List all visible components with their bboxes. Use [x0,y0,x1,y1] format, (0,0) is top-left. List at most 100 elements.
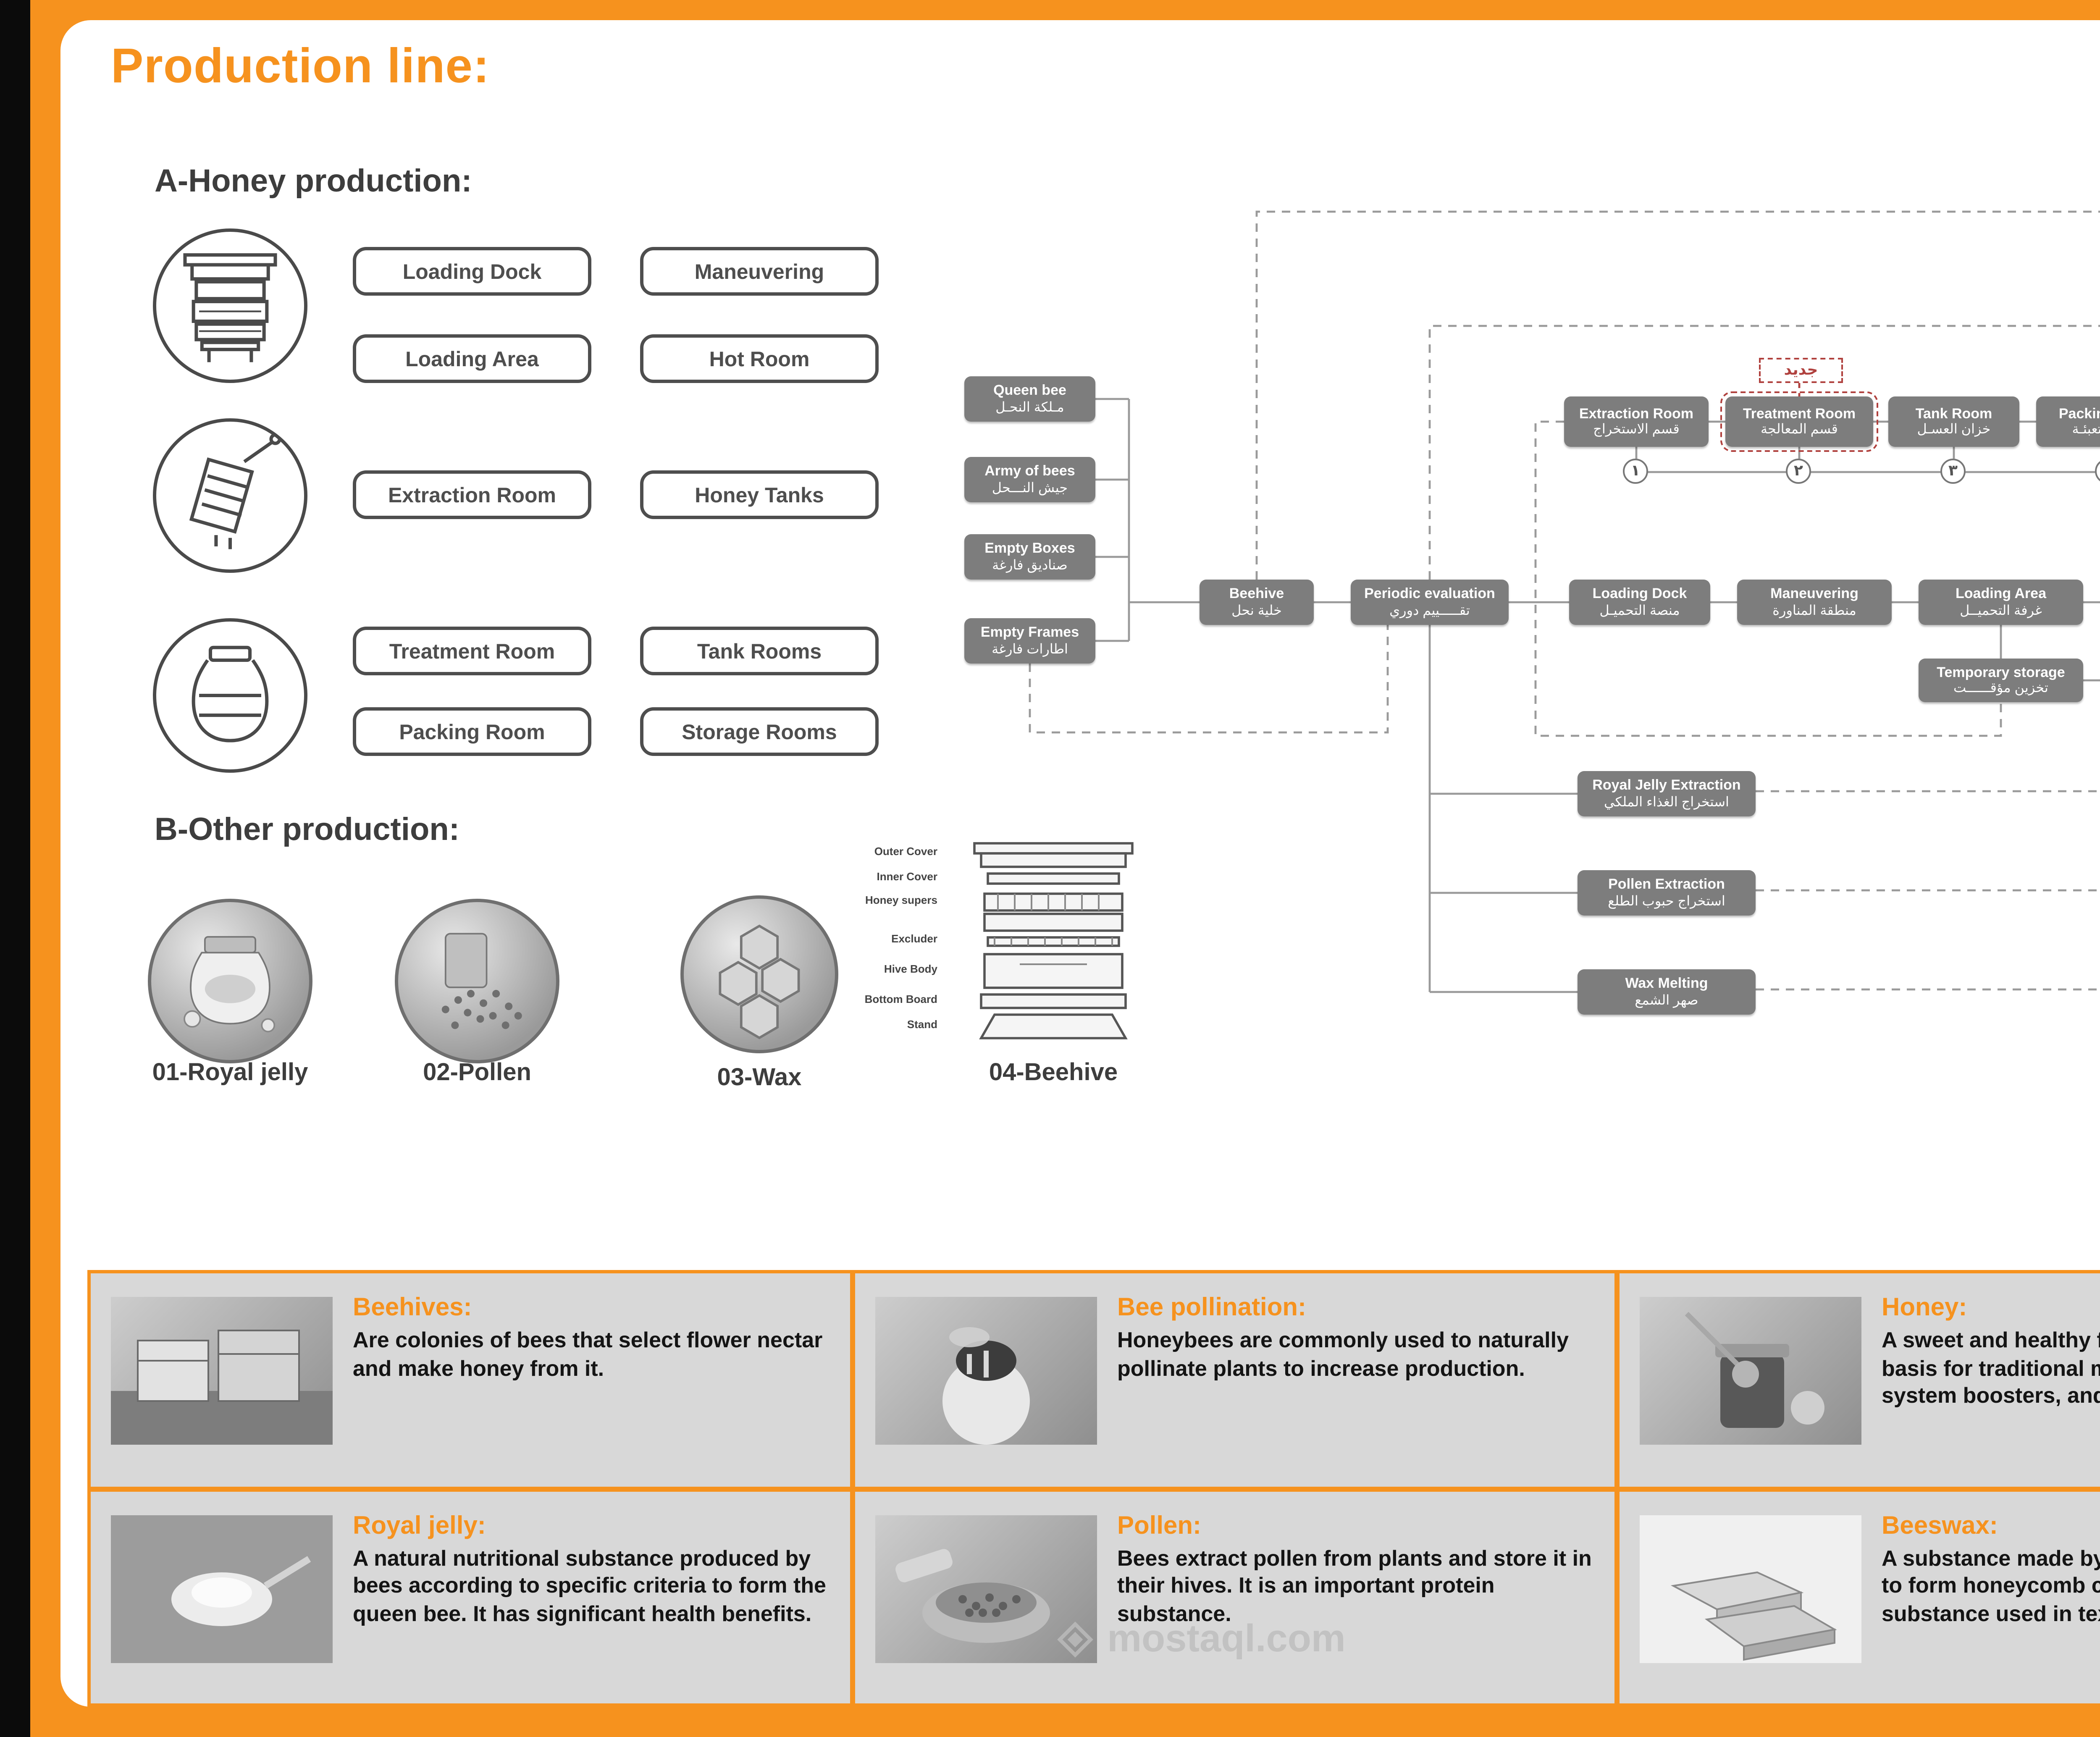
step-number-1: ١ [1623,459,1648,484]
flow-box-label-ar: غرفة التحميــل [1960,603,2042,618]
flow-box-temporary-storage: Temporary storage تخزين مؤقــــــت [1919,659,2083,702]
room-pill-loading-dock: Loading Dock [353,247,591,296]
honey-photo [1640,1297,1861,1445]
flow-box-maneuvering: Maneuvering منطقة المناورة [1737,580,1892,625]
label-beehive: 04-Beehive [927,1060,1179,1087]
flow-box-label: Beehive [1229,587,1284,603]
bee-pollination-photo [875,1297,1097,1445]
watermark-logo-icon [1057,1620,1094,1657]
room-pill-packing-room: Packing Room [353,707,591,756]
info-card-title: Honey: [1882,1294,2100,1322]
flow-box-extraction-room: Extraction Room قسم الاستخراج [1564,396,1709,447]
info-card-text: A sweet and healthy food substance, it i… [1882,1327,2100,1411]
flow-box-label-ar: منطقة المناورة [1772,603,1856,618]
info-card-bee-pollination: Bee pollination: Honeybees are commonly … [855,1273,1614,1486]
flow-box-label-ar: منصة التحميـل [1599,603,1680,618]
info-card-royal-jelly: Royal jelly: A natural nutritional subst… [91,1491,850,1703]
info-card-beeswax: Beeswax: A substance made by honeybees f… [1620,1491,2100,1703]
flow-box-label: Periodic evaluation [1364,587,1495,603]
section-b-heading: B-Other production: [155,813,459,850]
info-card-text: A substance made by honeybees from polle… [1882,1545,2100,1629]
flow-box-label-ar: قـسم التعبئـة [2072,422,2100,438]
flow-box-label-ar: تخزين مؤقــــــت [1953,681,2048,696]
flow-box-label: Army of bees [984,464,1075,480]
info-card-text: Honeybees are commonly used to naturally… [1117,1327,1594,1383]
flow-box-tank-room: Tank Room خزان العسـل [1888,396,2019,447]
room-pill-storage-rooms: Storage Rooms [640,707,879,756]
extraction-tool-icon [160,425,301,566]
info-card-title: Pollen: [1117,1511,1594,1540]
label-royal-jelly: 01-Royal jelly [104,1060,356,1087]
royal-jelly-photo [111,1514,333,1662]
beehive-part-outer-cover: Outer Cover [845,847,937,858]
flow-box-empty-boxes: Empty Boxes صناديق فارغة [964,534,1095,580]
label-pollen: 02-Pollen [351,1060,603,1087]
left-black-bar [0,0,30,1737]
flow-box-label-ar: قسم الاستخراج [1593,422,1680,438]
info-card-text: A natural nutritional substance produced… [353,1545,830,1629]
flow-box-label-ar: جيش النـــحل [992,480,1068,496]
flow-box-loading-area: Loading Area غرفة التحميــل [1919,580,2083,625]
info-card-honey: Honey: A sweet and healthy food substanc… [1620,1273,2100,1486]
watermark-text: mostaql.com [1107,1616,1346,1661]
info-card-title: Beehives: [353,1294,830,1322]
beehive-part-inner-cover: Inner Cover [845,872,937,884]
flow-box-pollen-extraction: Pollen Extraction استخراج حبوب الطلع [1578,870,1756,916]
room-pill-hot-room: Hot Room [640,334,879,383]
info-card-title: Bee pollination: [1117,1294,1594,1322]
wax-thumb [684,899,835,1050]
flow-box-army-of-bees: Army of bees جيش النـــحل [964,457,1095,502]
flow-box-label-ar: اطارات فارغة [992,641,1068,657]
wax-photo-circle [680,895,838,1053]
flow-box-treatment-room: Treatment Room قسم المعالجة [1725,396,1873,447]
flow-box-label: Loading Dock [1593,587,1687,603]
room-pill-maneuvering: Maneuvering [640,247,879,296]
flow-box-label: Empty Frames [981,625,1079,641]
flow-box-label: Tank Room [1916,406,1992,422]
beehives-photo [111,1297,333,1445]
beehive-part-stand: Stand [845,1020,937,1031]
flow-box-label-ar: صهر الشمع [1635,992,1698,1008]
page-title: Production line: [111,40,490,96]
info-card-title: Beeswax: [1882,1511,2100,1540]
royal-jelly-thumb [151,902,309,1060]
info-card-beehives: Beehives: Are colonies of bees that sele… [91,1273,850,1486]
flow-box-wax-melting: Wax Melting صهر الشمع [1578,969,1756,1015]
step-number-3: ٣ [1940,459,1966,484]
section-a-heading: A-Honey production: [155,165,472,202]
honey-jar-illustration [153,618,307,773]
new-annotation: جديد [1759,358,1843,383]
watermark: mostaql.com [983,1616,1420,1661]
flow-box-beehive: Beehive خلية نحل [1200,580,1314,625]
flow-box-label: Empty Boxes [984,541,1075,557]
flow-box-queen-bee: Queen bee مـلكة النحـل [964,376,1095,422]
flow-box-label: Packing Room [2059,406,2100,422]
room-pill-loading-area: Loading Area [353,334,591,383]
beehive-sketch-illustration [153,228,307,383]
flow-box-label-ar: قسم المعالجة [1761,422,1838,438]
info-card-pollen: Pollen: Bees extract pollen from plants … [855,1491,1614,1703]
beehive-part-honey-supers: Honey supers [845,895,937,907]
pollen-photo-circle [395,899,559,1063]
info-card-title: Royal jelly: [353,1511,830,1540]
flow-box-label-ar: مـلكة النحـل [995,399,1064,415]
beehive-sketch-icon [160,235,301,376]
beehive-part-hive-body: Hive Body [845,964,937,976]
room-pill-extraction-room: Extraction Room [353,470,591,519]
label-wax: 03-Wax [633,1065,885,1092]
beeswax-photo [1640,1514,1861,1662]
flow-box-label: Royal Jelly Extraction [1592,778,1740,794]
info-card-text: Are colonies of bees that select flower … [353,1327,830,1383]
room-pill-treatment-room: Treatment Room [353,627,591,675]
pollen-thumb [398,902,556,1060]
flow-box-label-ar: خزان العسـل [1917,422,1991,438]
flow-box-label-ar: تقـــــييم دوري [1389,603,1470,618]
extraction-tool-illustration [153,418,307,573]
flow-box-royal-jelly-extraction: Royal Jelly Extraction استخراج الغذاء ال… [1578,771,1756,816]
flow-box-label: Queen bee [993,383,1066,399]
beehive-part-excluder: Excluder [845,934,937,946]
room-pill-honey-tanks: Honey Tanks [640,470,879,519]
beehive-exploded-diagram [944,820,1163,1055]
